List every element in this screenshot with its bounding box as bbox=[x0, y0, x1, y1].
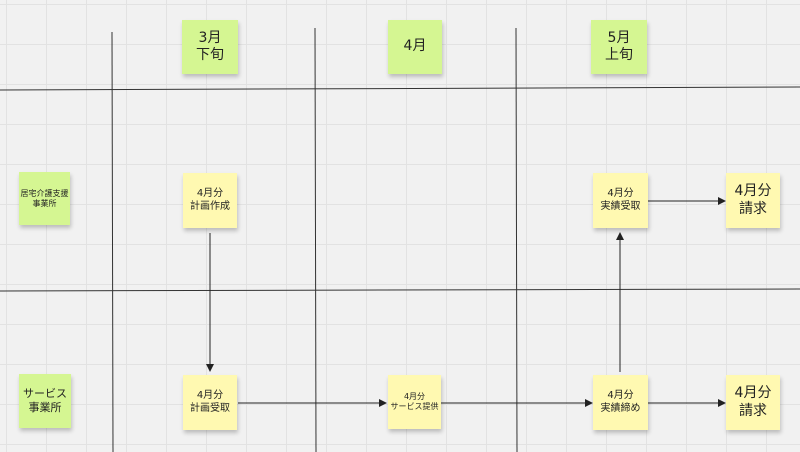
note-record-receipt[interactable]: 4月分 実績受取 bbox=[593, 173, 648, 228]
column-divider-1 bbox=[111, 31, 114, 452]
note-billing-top-line1: 4月分 bbox=[734, 183, 772, 199]
header-march-late-line2: 下旬 bbox=[196, 47, 224, 63]
note-billing-top[interactable]: 4月分 請求 bbox=[726, 173, 780, 228]
row-label-service-office-line2: 事業所 bbox=[28, 401, 62, 414]
row-divider-middle bbox=[0, 288, 800, 292]
note-plan-creation[interactable]: 4月分 計画作成 bbox=[183, 173, 237, 228]
note-record-receipt-line1: 4月分 bbox=[607, 188, 634, 199]
header-may-early-line2: 上旬 bbox=[605, 47, 633, 63]
note-record-closing[interactable]: 4月分 実績締め bbox=[593, 375, 648, 430]
note-service-provision-line2: サービス提供 bbox=[390, 402, 439, 411]
row-label-care-support-office-line1: 居宅介護支援 bbox=[20, 188, 69, 198]
column-divider-3 bbox=[515, 27, 518, 452]
column-divider-2 bbox=[314, 27, 317, 452]
header-april-line1: 4月 bbox=[403, 38, 427, 55]
row-label-care-support-office-line2: 事業所 bbox=[32, 198, 57, 208]
note-plan-receipt-line1: 4月分 bbox=[196, 390, 224, 401]
note-service-provision-line1: 4月分 bbox=[403, 392, 426, 401]
note-plan-creation-line2: 計画作成 bbox=[190, 200, 230, 212]
note-plan-creation-line1: 4月分 bbox=[196, 188, 224, 199]
note-billing-top-line2: 請求 bbox=[739, 200, 767, 217]
note-record-closing-line1: 4月分 bbox=[607, 390, 634, 401]
header-march-late-line1: 3月 bbox=[198, 29, 222, 46]
note-service-provision[interactable]: 4月分 サービス提供 bbox=[388, 375, 441, 429]
note-billing-bottom-line2: 請求 bbox=[739, 402, 767, 419]
row-label-care-support-office[interactable]: 居宅介護支援 事業所 bbox=[19, 172, 70, 225]
note-plan-receipt[interactable]: 4月分 計画受取 bbox=[183, 375, 237, 430]
row-label-service-office[interactable]: サービス 事業所 bbox=[19, 374, 71, 428]
row-divider-top bbox=[0, 86, 800, 91]
note-billing-bottom-line1: 4月分 bbox=[734, 385, 772, 401]
note-record-receipt-line2: 実績受取 bbox=[600, 200, 641, 212]
header-may-early-line1: 5月 bbox=[607, 29, 631, 46]
note-record-closing-line2: 実績締め bbox=[600, 402, 641, 414]
header-march-late[interactable]: 3月 下旬 bbox=[182, 20, 238, 74]
header-april[interactable]: 4月 bbox=[388, 20, 442, 74]
row-label-service-office-line1: サービス bbox=[23, 387, 67, 401]
note-billing-bottom[interactable]: 4月分 請求 bbox=[726, 375, 780, 430]
header-may-early[interactable]: 5月 上旬 bbox=[591, 20, 647, 74]
note-plan-receipt-line2: 計画受取 bbox=[190, 402, 230, 414]
